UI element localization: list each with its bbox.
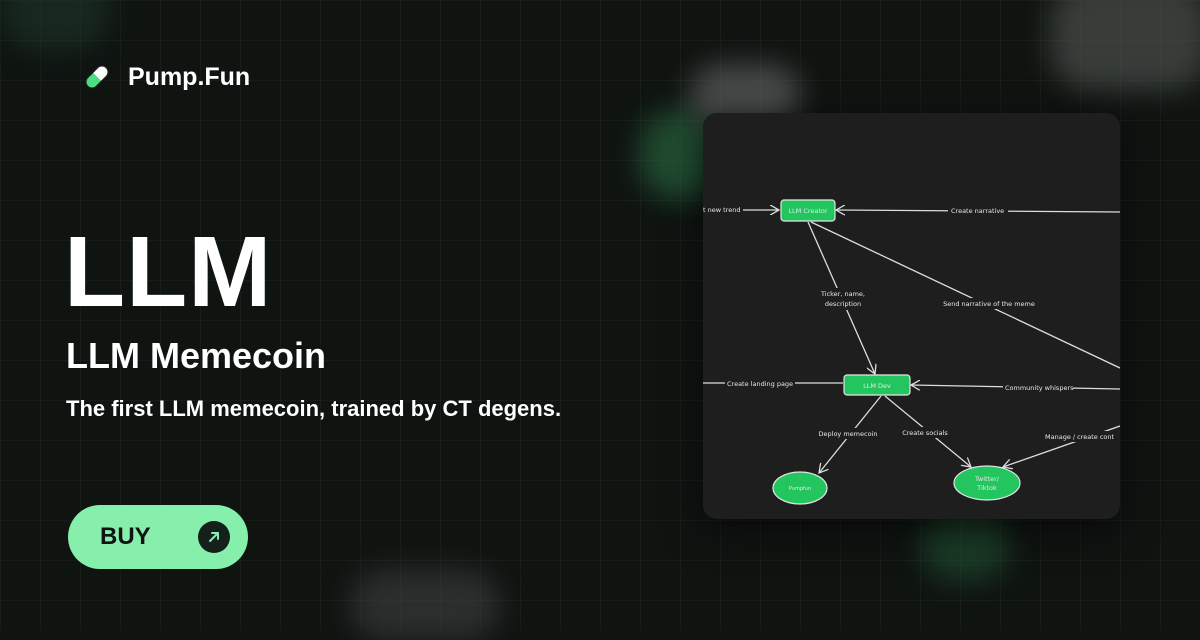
edge-label: Create socials xyxy=(902,429,948,437)
edge-label: Deploy memecoin xyxy=(819,430,878,438)
page-description: The first LLM memecoin, trained by CT de… xyxy=(66,396,562,421)
node-label: Pumpfun xyxy=(789,486,811,492)
node-label: Tiktok xyxy=(976,484,997,492)
decorative-pill xyxy=(350,570,500,640)
decorative-pill xyxy=(0,0,110,50)
edge-label: t new trend xyxy=(703,206,740,214)
edge-label: Manage / create cont xyxy=(1045,433,1115,441)
edge-label: Send narrative of the meme xyxy=(943,300,1035,308)
node-label: Twitter/ xyxy=(974,475,1000,483)
node-llm-dev xyxy=(843,374,911,396)
brand-name: Pump.Fun xyxy=(128,62,251,91)
node-label: LLM Dev xyxy=(863,382,891,390)
edge-label: Create landing page xyxy=(727,380,793,388)
edge-label: description xyxy=(825,300,861,308)
buy-button[interactable]: BUY xyxy=(68,505,248,569)
node-twitter xyxy=(953,465,1021,501)
decorative-pill xyxy=(920,510,1010,580)
node-pumpfun xyxy=(772,471,828,505)
edge-label: Create narrative xyxy=(951,207,1004,215)
page-subtitle: LLM Memecoin xyxy=(66,335,327,376)
brand-logo[interactable]: Pump.Fun xyxy=(80,60,250,94)
node-llm-creator xyxy=(780,199,836,222)
edge-label: Ticker, name, xyxy=(820,290,865,298)
buy-label: BUY xyxy=(100,523,151,550)
pill-icon xyxy=(85,65,109,89)
decorative-pill xyxy=(1050,0,1200,90)
diagram-card: t new trend Create narrative Ticker, nam… xyxy=(703,113,1120,519)
arrow-up-right-icon xyxy=(198,521,230,553)
node-label: LLM Creator xyxy=(788,207,827,215)
edge-send-narrative xyxy=(810,221,1120,369)
edge-label: Community whispers xyxy=(1005,384,1074,392)
page-title: LLM xyxy=(64,216,273,328)
